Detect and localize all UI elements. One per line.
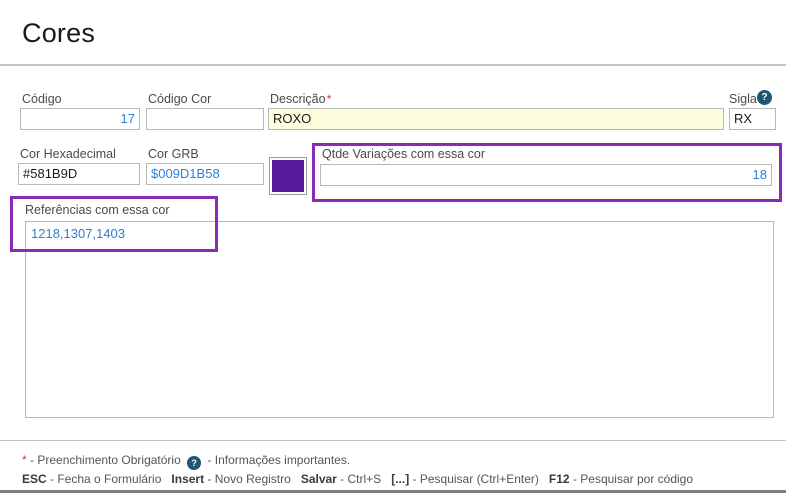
cor-hexadecimal-input[interactable]: #581B9D [18, 163, 140, 185]
sigla-input[interactable]: RX [729, 108, 776, 130]
qtde-variacoes-input[interactable]: 18 [320, 164, 772, 186]
footer-divider-top [0, 440, 786, 441]
referencias-textarea[interactable]: 1218,1307,1403 [25, 221, 774, 418]
shortcut-desc: - Pesquisar (Ctrl+Enter) [409, 472, 539, 486]
help-icon[interactable]: ? [757, 90, 772, 105]
cor-grb-label: Cor GRB [148, 147, 199, 161]
codigo-label: Código [22, 92, 62, 106]
footer-shortcut-line: ESC - Fecha o Formulário Insert - Novo R… [22, 471, 693, 487]
shortcut-desc: - Fecha o Formulário [46, 472, 162, 486]
shortcut-separator [381, 472, 391, 486]
codigo-cor-input[interactable] [146, 108, 264, 130]
shortcut-separator [161, 472, 171, 486]
shortcut-key: F12 [548, 472, 570, 486]
shortcut-key: Salvar [300, 472, 337, 486]
shortcut-key: Insert [171, 472, 205, 486]
shortcut-separator [291, 472, 301, 486]
color-preview-fill [272, 160, 304, 192]
help-legend-text: - Informações importantes. [207, 453, 351, 467]
color-preview-swatch[interactable] [269, 157, 307, 195]
shortcut-key: [...] [391, 472, 410, 486]
descricao-input[interactable]: ROXO [268, 108, 724, 130]
descricao-label-text: Descrição [270, 92, 326, 106]
codigo-cor-label: Código Cor [148, 92, 212, 106]
shortcut-desc: - Pesquisar por código [569, 472, 694, 486]
help-legend-icon: ? [187, 456, 202, 470]
sigla-label: Sigla [729, 92, 757, 106]
required-legend-text: - Preenchimento Obrigatório [30, 453, 181, 467]
footer-legend-line: * - Preenchimento Obrigatório ? - Inform… [22, 452, 350, 470]
shortcut-separator [539, 472, 549, 486]
shortcut-key: ESC [22, 472, 47, 486]
required-asterisk-icon: * [326, 92, 332, 106]
required-legend-asterisk-icon: * [22, 453, 27, 467]
shortcut-desc: - Ctrl+S [336, 472, 382, 486]
header-divider [0, 64, 786, 66]
qtde-variacoes-label: Qtde Variações com essa cor [322, 147, 486, 161]
codigo-input[interactable]: 17 [20, 108, 140, 130]
cor-hexadecimal-label: Cor Hexadecimal [20, 147, 116, 161]
cor-grb-input[interactable]: $009D1B58 [146, 163, 264, 185]
page-title: Cores [22, 18, 96, 48]
shortcut-desc: - Novo Registro [204, 472, 291, 486]
footer-divider-bottom [0, 490, 786, 493]
descricao-label: Descrição* [270, 92, 331, 107]
referencias-label: Referências com essa cor [25, 203, 170, 217]
